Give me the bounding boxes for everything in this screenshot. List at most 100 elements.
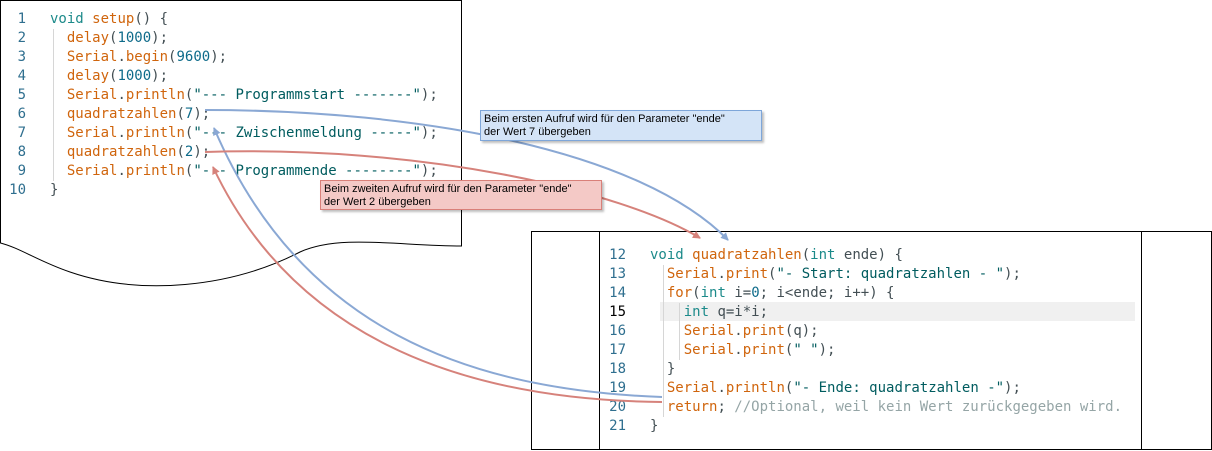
line-text: Serial.print("- Start: quadratzahlen - "… — [650, 265, 1021, 284]
code-token: "--- Programmstart -------" — [193, 87, 421, 103]
indent-guide — [53, 29, 54, 181]
code-token: ( — [768, 266, 777, 282]
line-text: Serial.println("--- Programmende -------… — [50, 162, 438, 181]
line-text: quadratzahlen(7); — [50, 105, 210, 124]
code-token: " " — [793, 342, 819, 358]
code-line: 2 delay(1000); — [0, 29, 460, 48]
code-token: print — [742, 342, 785, 358]
code-token: . — [734, 342, 743, 358]
code-token: "--- Programmende --------" — [193, 163, 421, 179]
code-line: 8 quadratzahlen(2); — [0, 143, 460, 162]
code-token — [50, 49, 67, 65]
code-token: 1000 — [117, 30, 152, 46]
code-token: void — [650, 247, 684, 263]
line-number: 16 — [609, 323, 626, 339]
line-number: 1 — [17, 11, 26, 27]
callout-first-call: Beim ersten Aufruf wird für den Paramete… — [480, 110, 762, 141]
code-token: ); — [818, 342, 836, 358]
line-text: delay(1000); — [50, 29, 168, 48]
code-token: println — [125, 125, 185, 141]
line-number: 8 — [17, 144, 26, 160]
code-token: Serial — [666, 380, 718, 396]
code-token: setup — [92, 11, 135, 27]
code-line: 4 delay(1000); — [0, 67, 460, 86]
callout-second-line2: der Wert 2 übergeben — [324, 196, 431, 208]
code-token: Serial — [683, 323, 735, 339]
code-token: begin — [125, 49, 169, 65]
line-text: Serial.print(" "); — [650, 341, 836, 360]
line-text: } — [50, 181, 58, 200]
code-token: ( — [176, 144, 185, 160]
code-token: ( — [168, 49, 177, 65]
code-token: quadratzahlen — [692, 247, 802, 263]
highlighted-line-background — [660, 302, 1135, 321]
code-token: Serial — [683, 342, 735, 358]
code-token: //Optional, weil kein Wert zurückgegeben… — [734, 399, 1123, 415]
line-text: void quadratzahlen(int ende) { — [650, 246, 903, 265]
line-number: 17 — [609, 342, 626, 358]
code-token: Serial — [666, 266, 718, 282]
code-token: ; — [717, 399, 735, 415]
code-token — [50, 30, 67, 46]
code-token: ( — [109, 30, 118, 46]
code-token: ( — [692, 285, 701, 301]
code-token: ); — [193, 144, 211, 160]
code-token — [50, 106, 67, 122]
code-token — [684, 247, 692, 263]
line-number: 9 — [17, 163, 26, 179]
line-text: void setup() { — [50, 10, 168, 29]
callout-first-line1: Beim ersten Aufruf wird für den Paramete… — [484, 113, 725, 125]
code-token: int — [700, 285, 726, 301]
code-line: 17 Serial.print(" "); — [600, 341, 1140, 360]
code-token: ( — [784, 342, 794, 358]
callout-first-line2: der Wert 7 übergeben — [484, 126, 591, 138]
indent-guide — [679, 303, 680, 360]
indent-guide — [663, 265, 664, 417]
code-token: for — [666, 285, 693, 301]
code-token: println — [125, 87, 185, 103]
code-token: ; i<ende; i++) { — [759, 285, 895, 301]
line-text: int q=i*i; — [650, 303, 768, 322]
line-number: 10 — [9, 182, 26, 198]
code-token — [650, 285, 667, 301]
code-token: i= — [725, 285, 752, 301]
code-line: 20 return; //Optional, weil kein Wert zu… — [600, 398, 1140, 417]
code-token: println — [125, 163, 185, 179]
line-number: 15 — [609, 304, 626, 320]
code-token: Serial — [66, 163, 118, 179]
code-token: println — [725, 380, 785, 396]
code-token: "--- Zwischenmeldung -----" — [193, 125, 421, 141]
code-token: . — [734, 323, 743, 339]
code-token: delay — [66, 30, 110, 46]
code-token: q=i*i; — [709, 304, 769, 320]
code-token: return — [666, 399, 718, 415]
code-token: () { — [134, 11, 169, 27]
code-token: . — [117, 163, 126, 179]
line-text: delay(1000); — [50, 67, 168, 86]
line-number: 7 — [17, 125, 26, 141]
code-token: ende) { — [835, 247, 903, 263]
line-text: } — [650, 417, 658, 436]
code-token: ); — [193, 106, 211, 122]
line-text: Serial.begin(9600); — [50, 48, 227, 67]
line-number: 4 — [17, 68, 26, 84]
code-token: (q); — [784, 323, 819, 339]
line-number: 13 — [609, 266, 626, 282]
code-line: 18 } — [600, 360, 1140, 379]
code-token — [650, 342, 684, 358]
code-line: 10} — [0, 181, 460, 200]
line-text: for(int i=0; i<ende; i++) { — [650, 284, 895, 303]
code-token: ); — [1004, 266, 1021, 282]
code-token: quadratzahlen — [66, 106, 177, 122]
code-token: ( — [109, 68, 118, 84]
line-number: 14 — [609, 285, 626, 301]
code-token: 0 — [751, 285, 760, 301]
code-token: ( — [184, 87, 194, 103]
code-token: ( — [184, 163, 194, 179]
code-token: } — [650, 418, 659, 434]
code-line: 15 int q=i*i; — [600, 303, 1140, 322]
code-token: . — [717, 380, 726, 396]
line-number: 5 — [17, 87, 26, 103]
code-line: 6 quadratzahlen(7); — [0, 105, 460, 124]
code-line: 14 for(int i=0; i<ende; i++) { — [600, 284, 1140, 303]
